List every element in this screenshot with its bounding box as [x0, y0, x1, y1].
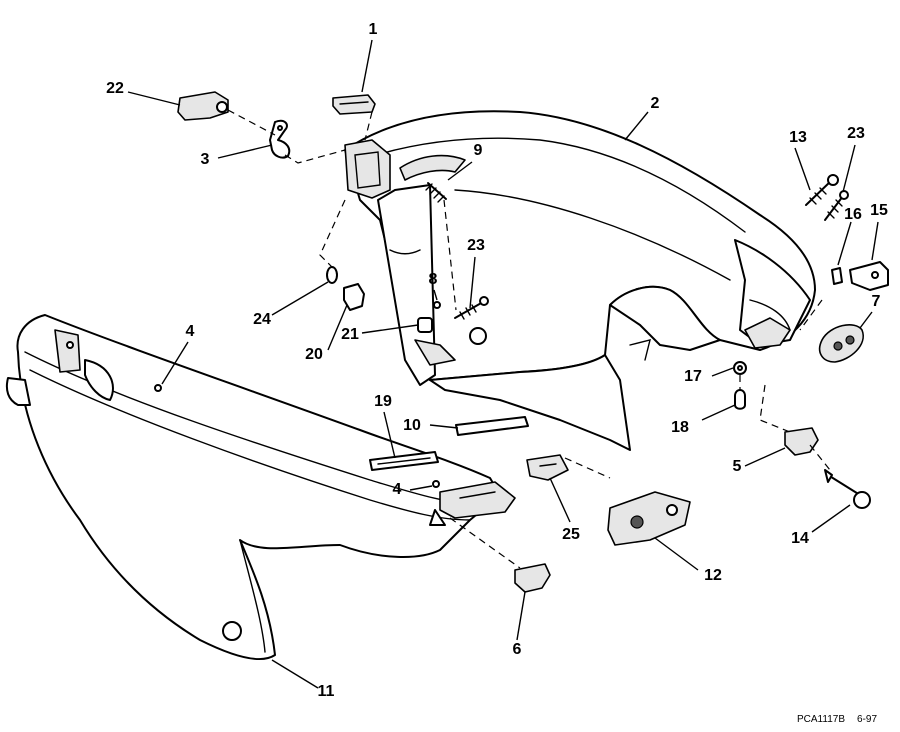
part-7-grommet — [818, 324, 864, 363]
callout-10: 10 — [403, 417, 421, 434]
part-14-pin — [824, 469, 871, 509]
part-13-screw — [805, 174, 839, 206]
diagram-footer: PCA1117B 6-97 — [797, 714, 877, 725]
callout-labels: 1 2 3 4 4 5 6 7 8 9 10 11 12 13 14 15 16… — [106, 21, 888, 700]
callout-3: 3 — [201, 151, 210, 168]
part-10-strip — [455, 416, 529, 436]
assembly-lines — [227, 109, 831, 569]
callout-9: 9 — [474, 142, 483, 159]
part-4-nut-left — [154, 384, 162, 392]
part-9-screw — [425, 182, 447, 203]
callout-7: 7 — [872, 293, 881, 310]
callout-16: 16 — [844, 206, 862, 223]
part-6-latch — [514, 563, 551, 593]
part-3-hook — [269, 119, 291, 159]
part-19-strip — [369, 451, 439, 471]
callout-21: 21 — [341, 326, 359, 343]
part-22-handle — [177, 91, 229, 121]
drawing-date: 6-97 — [857, 714, 877, 725]
callout-8: 8 — [429, 271, 438, 288]
callout-6: 6 — [513, 641, 522, 658]
part-21-bushing — [417, 317, 433, 333]
part-24-washer — [326, 266, 338, 284]
callout-24: 24 — [253, 311, 271, 328]
callout-23-upper: 23 — [847, 125, 865, 142]
leader-lines — [127, 39, 879, 689]
callout-18: 18 — [671, 419, 689, 436]
callout-4-right: 4 — [393, 481, 402, 498]
part-4-nut-right — [432, 480, 440, 488]
part-8-nut — [433, 301, 441, 309]
callout-22: 22 — [106, 80, 124, 97]
lower-motor-cover — [5, 314, 516, 661]
part-1-latch-cap — [332, 94, 376, 115]
callout-11: 11 — [318, 683, 335, 700]
callout-2: 2 — [651, 95, 660, 112]
part-17-washer — [733, 361, 747, 375]
part-25-pad — [526, 454, 569, 481]
part-20-bolt — [343, 283, 365, 311]
callout-4-left: 4 — [186, 323, 195, 340]
part-23-screw-upper — [824, 190, 849, 221]
callout-12: 12 — [704, 567, 722, 584]
callout-20: 20 — [305, 346, 323, 363]
callout-25: 25 — [562, 526, 580, 543]
callout-1: 1 — [369, 21, 378, 38]
callout-23-lower: 23 — [467, 237, 485, 254]
part-23-screw-lower — [454, 296, 489, 320]
part-16-clip — [831, 267, 843, 285]
callout-19: 19 — [374, 393, 392, 410]
callout-5: 5 — [733, 458, 742, 475]
callout-14: 14 — [791, 530, 809, 547]
callout-15: 15 — [870, 202, 888, 219]
callout-17: 17 — [684, 368, 702, 385]
drawing-code: PCA1117B — [797, 714, 845, 725]
part-15-bracket — [849, 261, 889, 291]
part-12-grommet — [607, 491, 691, 546]
part-5-latch — [784, 427, 819, 456]
callout-13: 13 — [789, 129, 807, 146]
part-18-plug — [734, 389, 746, 410]
